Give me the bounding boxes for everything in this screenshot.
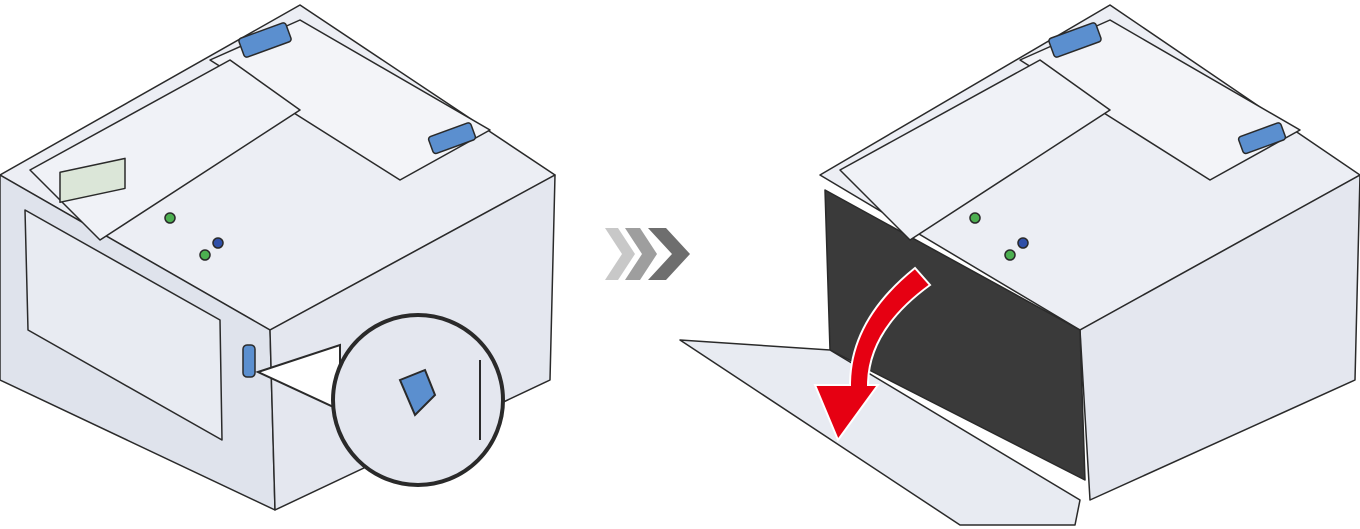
button-green-2	[1004, 249, 1016, 261]
rear-latch-left	[238, 22, 292, 58]
rear-latch-right	[1237, 122, 1287, 155]
button-green-1	[164, 212, 176, 224]
open-direction-arrow-icon	[813, 266, 932, 443]
printer-open	[679, 4, 1360, 526]
front-cover-latch[interactable]	[242, 344, 256, 378]
printer-side-face	[1079, 174, 1360, 501]
rear-latch-right	[427, 122, 477, 155]
button-green-2	[199, 249, 211, 261]
button-blue	[1017, 237, 1029, 249]
control-panel	[839, 59, 1111, 241]
printer-interior	[824, 189, 1086, 481]
step-arrow-icon	[605, 228, 690, 280]
lcd-display	[59, 157, 126, 204]
button-green-1	[969, 212, 981, 224]
latch-zoom-callout	[255, 313, 505, 487]
open-front-cover	[679, 339, 1081, 526]
front-cover	[24, 209, 223, 441]
button-blue	[212, 237, 224, 249]
callout-latch	[398, 368, 437, 417]
rear-latch-left	[1048, 22, 1102, 58]
